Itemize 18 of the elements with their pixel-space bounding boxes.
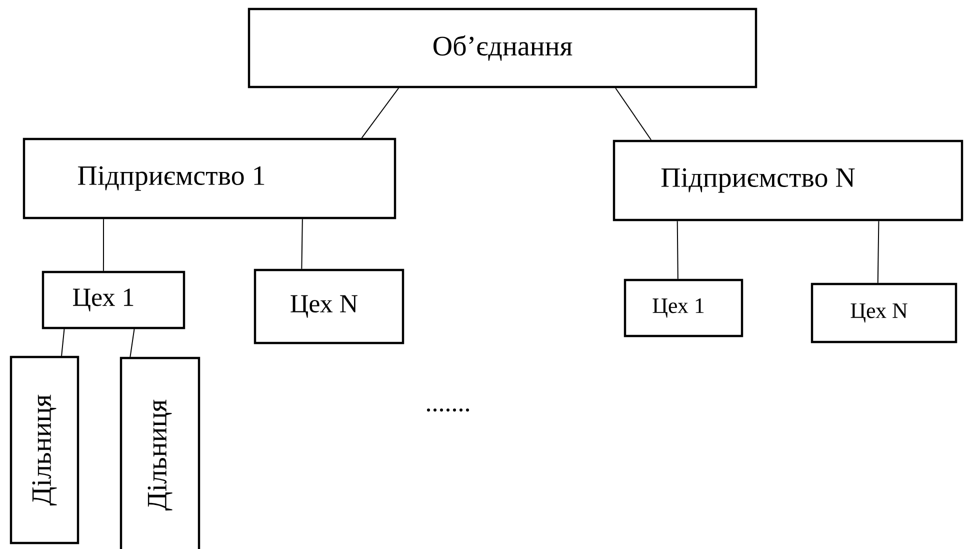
connector-line [130,328,135,358]
org-box: Дільниця [120,356,200,549]
org-box: Об’єднання [248,8,758,88]
org-box: Цех 1 [624,278,744,338]
org-box: Підприємство 1 [22,138,396,220]
org-box: Дільниця [10,356,80,544]
org-box: Цех N [254,268,404,344]
org-box: Підприємство N [612,140,964,222]
org-box: Цех N [810,282,958,344]
connector-line [676,220,678,280]
connector-line [615,88,652,140]
connector-line [61,328,65,356]
connector-line [102,218,104,272]
org-box: Цех 1 [42,270,186,330]
connector-line [877,220,880,284]
connector-line [301,218,303,270]
connector-line [361,88,400,138]
ellipsis-note: ....... [426,408,470,412]
